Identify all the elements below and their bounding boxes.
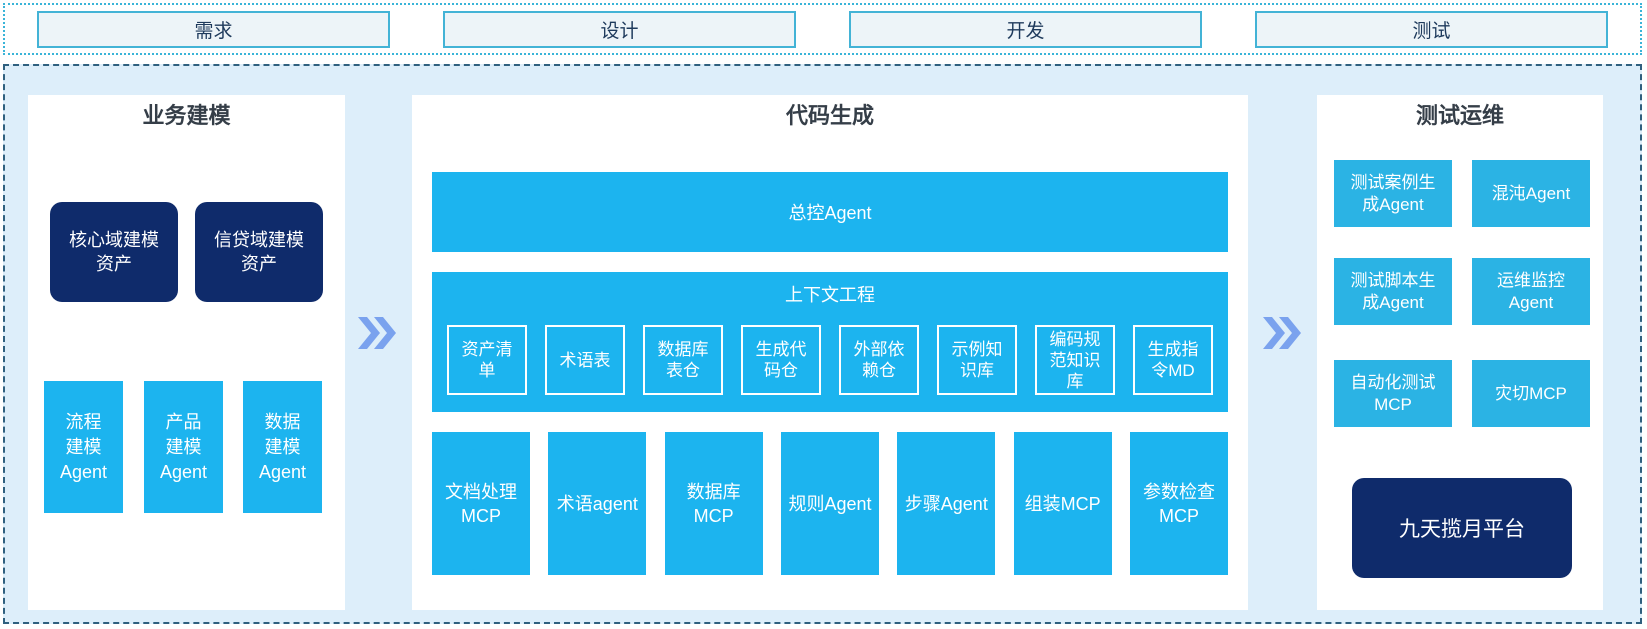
box-steps-agent: 步骤Agent — [897, 432, 996, 575]
test-ops-title: 测试运维 — [1415, 103, 1504, 128]
box-asset-inventory: 资产清 单 — [447, 325, 527, 395]
box-disaster-switch-mcp: 灾切MCP — [1472, 360, 1590, 427]
box-automated-test-mcp: 自动化测试 MCP — [1334, 360, 1452, 427]
phase-box-design: 设计 — [443, 11, 796, 48]
phase-box-development: 开发 — [849, 11, 1202, 48]
phase-box-requirements: 需求 — [37, 11, 390, 48]
phase-strip: 需求 设计 开发 测试 — [3, 3, 1642, 55]
box-glossary-agent: 术语agent — [548, 432, 647, 575]
box-generation-instructions-md: 生成指 令MD — [1133, 325, 1213, 395]
double-chevron-right-icon — [1263, 317, 1301, 349]
box-param-check-mcp: 参数检查 MCP — [1129, 432, 1228, 575]
box-credit-domain-assets: 信贷域建模 资产 — [195, 202, 323, 302]
box-example-knowledge-base: 示例知 识库 — [937, 325, 1017, 395]
panel-test-ops: 测试运维 测试案例生 成Agent 混沌Agent 测试脚本生 成Agent 运… — [1317, 95, 1603, 610]
box-doc-processing-mcp: 文档处理 MCP — [432, 432, 530, 575]
box-data-modeling-agent: 数据 建模 Agent — [243, 381, 322, 513]
box-ops-monitoring-agent: 运维监控 Agent — [1472, 258, 1590, 325]
box-db-table-repo: 数据库 表仓 — [643, 325, 723, 395]
box-jiutian-lanyue-platform: 九天揽月平台 — [1352, 478, 1572, 578]
box-product-modeling-agent: 产品 建模 Agent — [144, 381, 223, 513]
context-engineering-title: 上下文工程 — [785, 285, 875, 305]
business-modeling-title: 业务建模 — [142, 103, 231, 128]
box-process-modeling-agent: 流程 建模 Agent — [44, 381, 123, 513]
box-test-script-gen-agent: 测试脚本生 成Agent — [1334, 258, 1452, 325]
phase-box-testing: 测试 — [1255, 11, 1608, 48]
box-coding-standards-kb: 编码规 范知识 库 — [1035, 325, 1115, 395]
box-database-mcp: 数据库 MCP — [664, 432, 763, 575]
context-engineering-section: 上下文工程 资产清 单 术语表 数据库 表仓 生成代 码仓 外部依 赖仓 示例知… — [432, 272, 1228, 412]
box-external-deps-repo: 外部依 赖仓 — [839, 325, 919, 395]
panel-business-modeling: 业务建模 核心域建模 资产 信贷域建模 资产 流程 建模 Agent 产品 建模… — [28, 95, 345, 610]
box-glossary: 术语表 — [545, 325, 625, 395]
code-generation-title: 代码生成 — [785, 103, 874, 128]
main-area: 业务建模 核心域建模 资产 信贷域建模 资产 流程 建模 Agent 产品 建模… — [3, 64, 1642, 624]
context-items-row: 资产清 单 术语表 数据库 表仓 生成代 码仓 外部依 赖仓 示例知 识库 编码… — [447, 325, 1213, 395]
master-agent-bar: 总控Agent — [432, 172, 1228, 252]
box-test-case-gen-agent: 测试案例生 成Agent — [1334, 160, 1452, 227]
box-rules-agent: 规则Agent — [780, 432, 879, 575]
double-chevron-right-icon — [358, 317, 396, 349]
box-chaos-agent: 混沌Agent — [1472, 160, 1590, 227]
tools-row: 文档处理 MCP 术语agent 数据库 MCP 规则Agent 步骤Agent… — [432, 432, 1228, 575]
panel-code-generation: 代码生成 总控Agent 上下文工程 资产清 单 术语表 数据库 表仓 生成代 … — [412, 95, 1248, 610]
box-core-domain-assets: 核心域建模 资产 — [50, 202, 178, 302]
box-generated-code-repo: 生成代 码仓 — [741, 325, 821, 395]
box-assembly-mcp: 组装MCP — [1013, 432, 1112, 575]
